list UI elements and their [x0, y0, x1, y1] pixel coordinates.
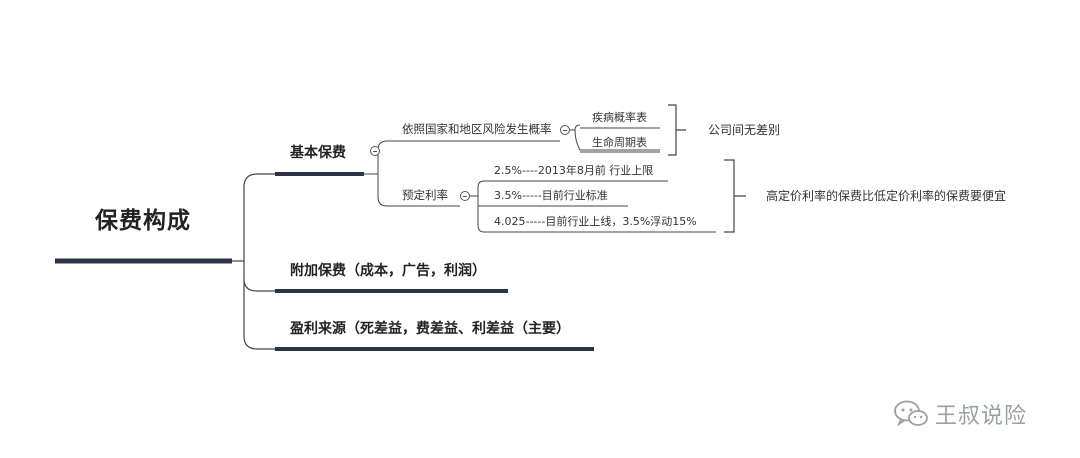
node-probability[interactable]: 依照国家和地区风险发生概率: [402, 122, 552, 136]
note-probability[interactable]: 公司间无差别: [708, 123, 781, 137]
branch-profit[interactable]: 盈利来源（死差益，费差益、利差益（主要）: [290, 321, 570, 337]
leaf-rate-3-5[interactable]: 3.5%-----目前行业标准: [494, 189, 608, 202]
probability-connector: [570, 124, 660, 151]
collapse-rate-icon[interactable]: [460, 191, 470, 201]
rate-bracket: [724, 159, 746, 233]
leaf-disease-table[interactable]: 疾病概率表: [592, 111, 647, 124]
collapse-basic-icon[interactable]: [370, 146, 380, 156]
watermark-text: 王叔说险: [935, 404, 1028, 429]
watermark: 王叔说险: [893, 398, 1027, 430]
root-branch-connector: [232, 173, 275, 350]
branch-basic[interactable]: 基本保费: [290, 145, 346, 161]
leaf-rate-2-5[interactable]: 2.5%----2013年8月前 行业上限: [494, 164, 654, 177]
root-label: 保费构成: [95, 208, 191, 234]
leaf-rate-4-025[interactable]: 4.025-----目前行业上线，3.5%浮动15%: [494, 215, 697, 228]
rate-connector: [470, 180, 486, 233]
collapse-probability-icon[interactable]: [560, 125, 570, 135]
node-rate[interactable]: 预定利率: [402, 188, 448, 202]
note-rate[interactable]: 高定价利率的保费比低定价利率的保费要便宜: [766, 189, 1007, 203]
wechat-icon: [894, 400, 928, 427]
probability-bracket: [668, 104, 686, 156]
branch-additional[interactable]: 附加保费（成本，广告，利润）: [290, 263, 486, 279]
leaf-life-table[interactable]: 生命周期表: [592, 136, 647, 149]
